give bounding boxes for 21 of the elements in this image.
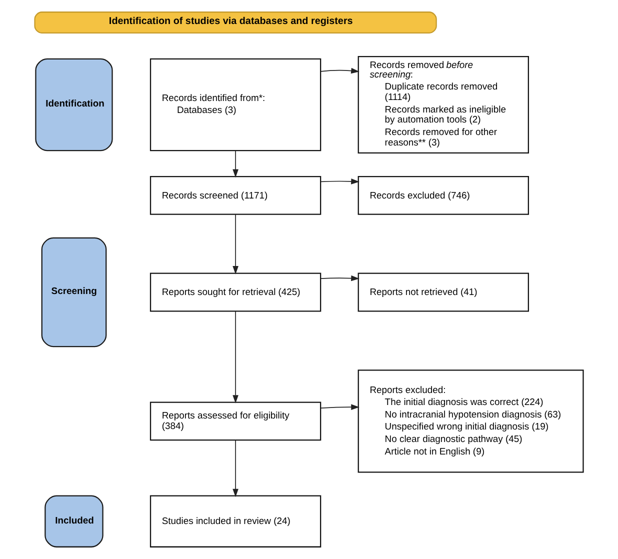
arrow	[320, 275, 360, 282]
node-box: Records identified from*: Databases (3)	[150, 58, 322, 152]
node-box: Included	[44, 495, 104, 548]
node-box: Reports sought for retrieval (425)	[150, 272, 322, 312]
node-box: Identification	[35, 58, 113, 152]
node-box: Studies included in review (24)	[150, 495, 322, 548]
node-box: Reports assessed for eligibility (384)	[150, 402, 322, 441]
arrow	[320, 178, 360, 184]
arrow	[232, 440, 238, 498]
arrow	[232, 214, 238, 274]
node-box: Reports excluded: The initial diagnosis was correct (224) No intracranial hypotension diagnosis (63) Unspecified wrong initial diagnosis (19) No clear diagnostic pathway (45) Article not in English (9)	[358, 370, 584, 473]
node-box: Reports not retrieved (41)	[358, 272, 529, 312]
node-box: Records removed before screening: Duplicate records removed (1114) Records marked as ineligible by automation tools (2) Records removed for other reasons** (3)	[358, 56, 529, 154]
node-box: Screening	[41, 237, 107, 348]
arrow	[320, 404, 360, 410]
arrow	[232, 310, 238, 404]
node-box: Records screened (1171)	[150, 176, 322, 215]
node-box: Identification of studies via databases and registers	[34, 12, 437, 34]
arrow	[320, 68, 360, 74]
node-box: Records excluded (746)	[358, 176, 529, 215]
arrow	[232, 150, 238, 178]
